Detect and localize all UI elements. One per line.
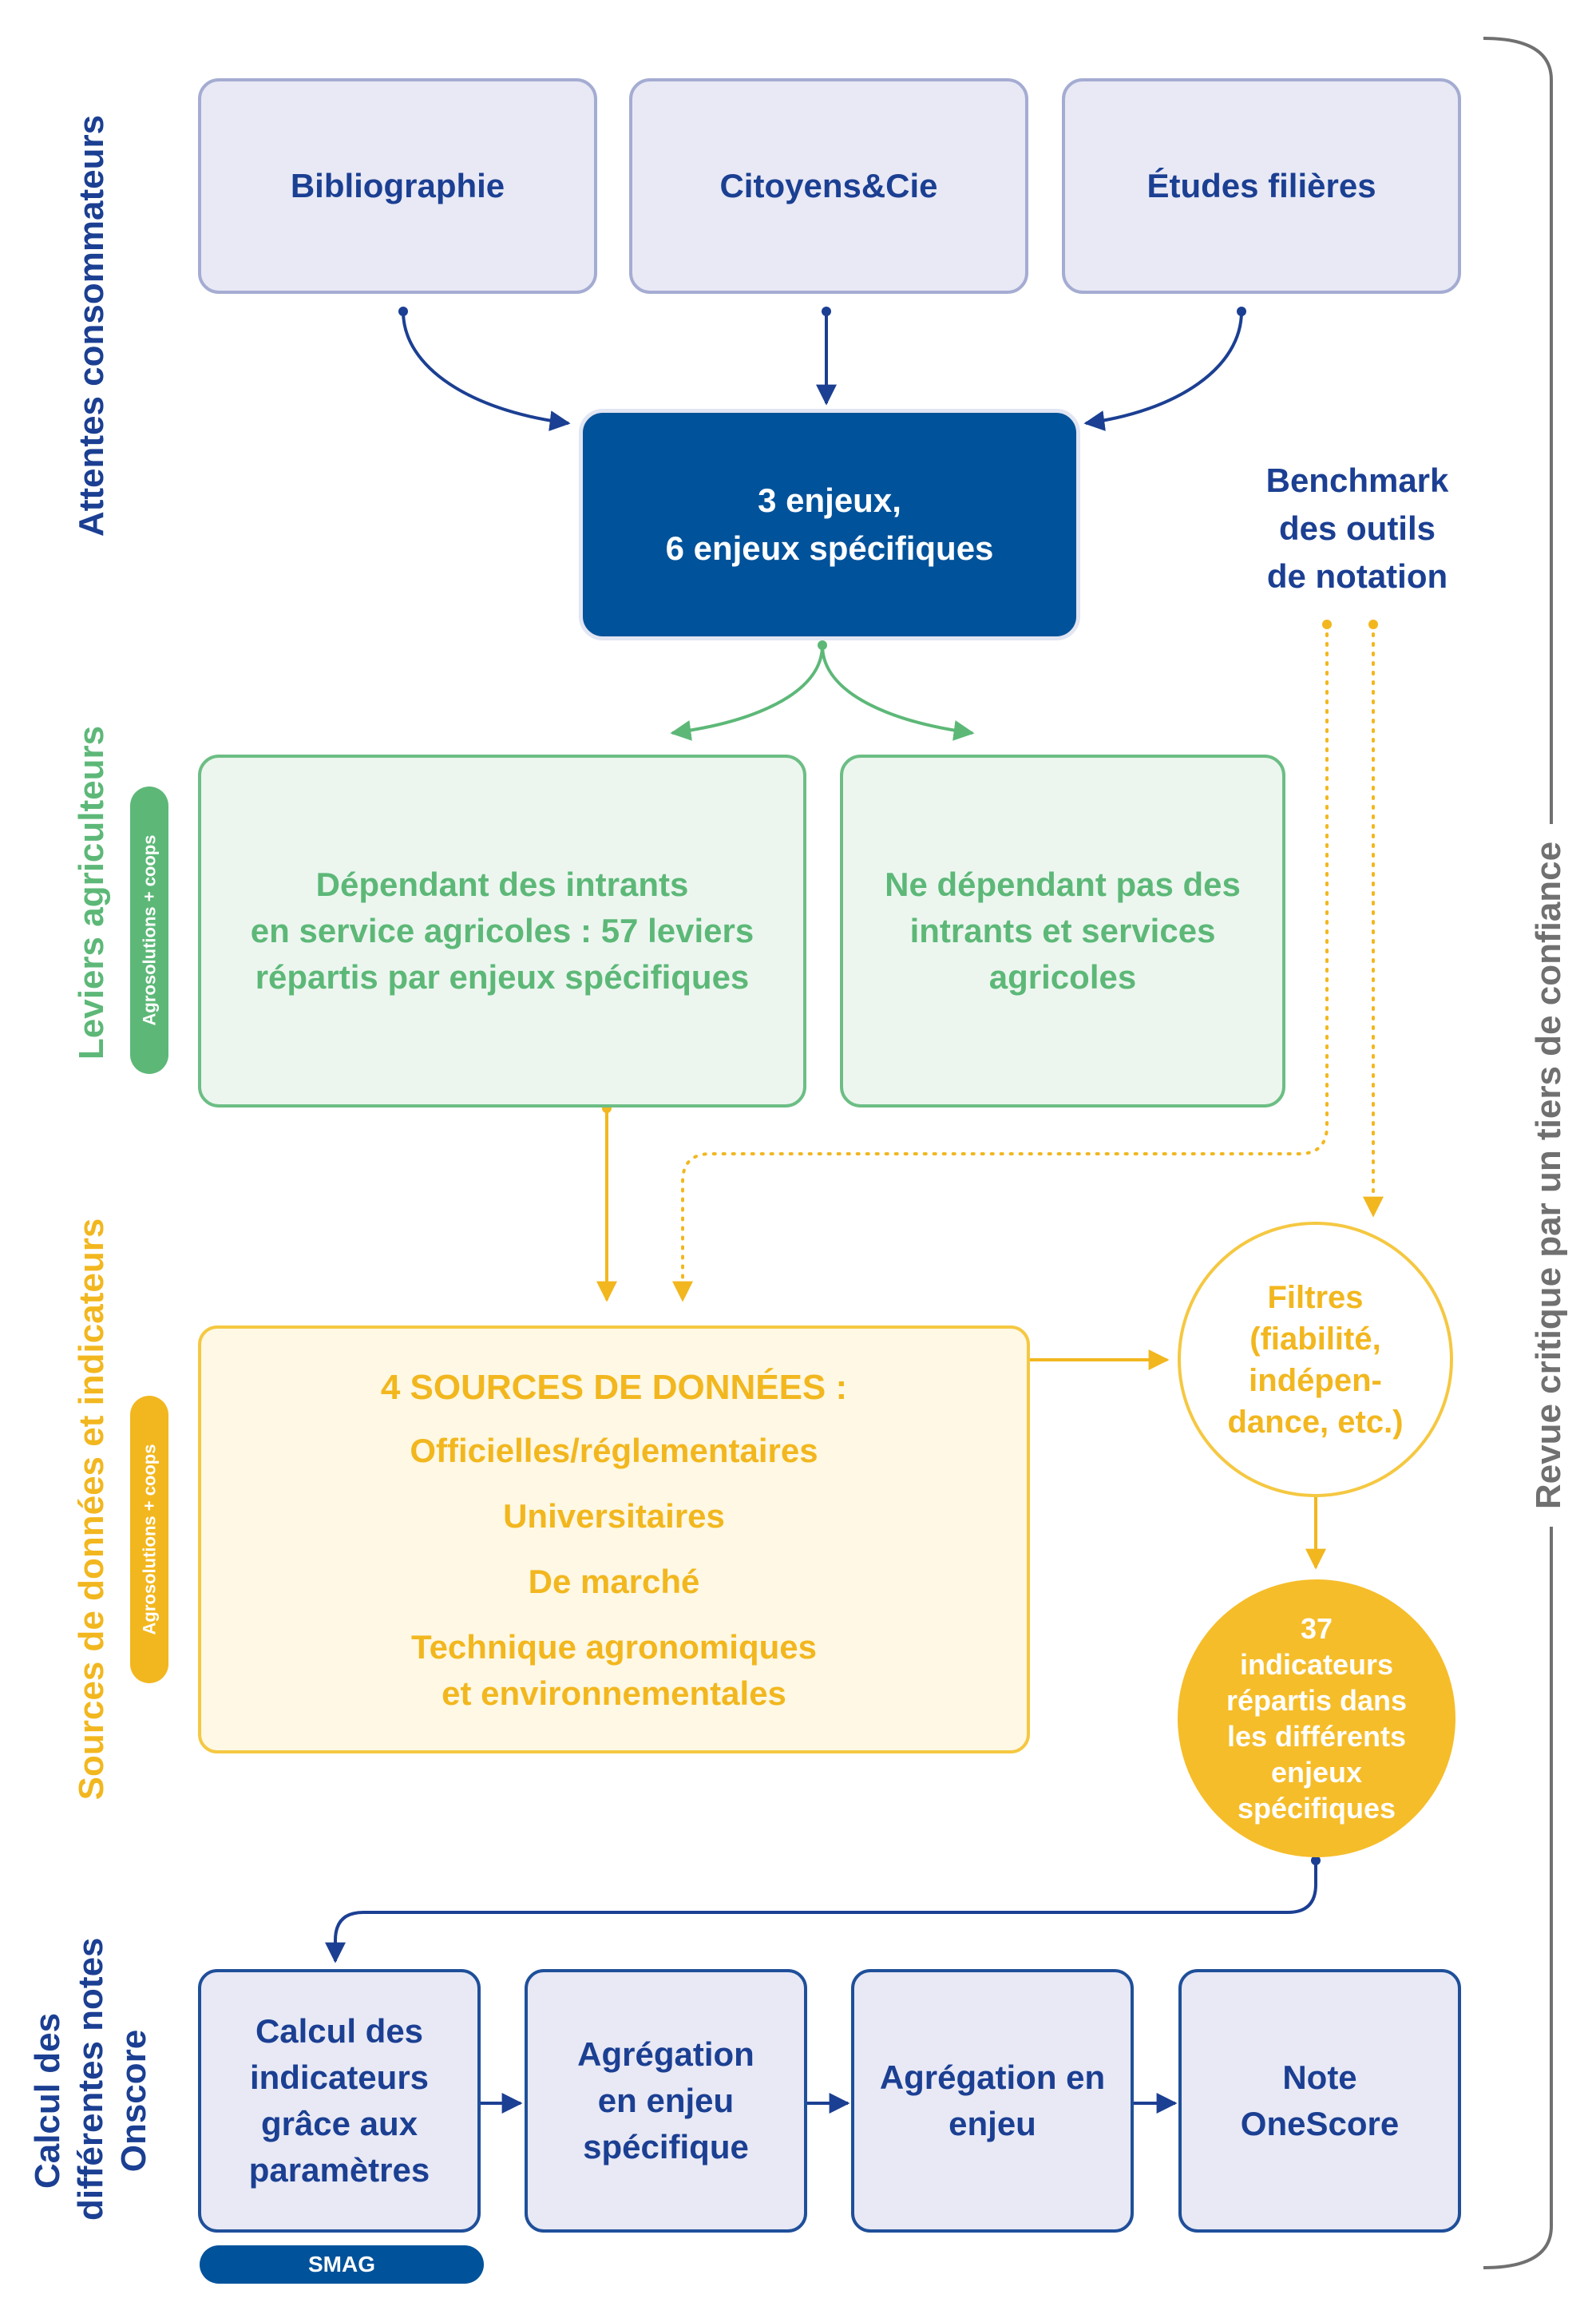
badge-levers-label: Agrosolutions + coops	[139, 834, 159, 1026]
benchmark-line3: de notation	[1266, 557, 1448, 595]
arrow-levers-to-sources	[596, 1104, 617, 1302]
source-label: Études filières	[1147, 167, 1376, 204]
calc-step-line: Note	[1282, 2058, 1357, 2096]
badge-sources: Agrosolutions + coops	[130, 1396, 168, 1683]
calc-step-aggregation-specific: Agrégation en enjeu spécifique	[525, 1969, 807, 2233]
section-label-calc-line1: Calcul des	[28, 2012, 67, 2189]
calc-step-line: indicateurs	[249, 2058, 430, 2096]
arrow-etudes-to-enjeux	[1083, 307, 1246, 431]
section-label-consumers: Attentes consommateurs	[72, 114, 111, 537]
source-label: Bibliographie	[290, 167, 505, 204]
source-label: Citoyens&Cie	[719, 167, 938, 204]
enjeux-line1: 3 enjeux,	[758, 481, 901, 519]
calc-step-line: spécifique	[583, 2128, 749, 2165]
calc-step-line: enjeu	[948, 2105, 1036, 2142]
indicators-line6: spécifiques	[1237, 1792, 1396, 1825]
source-box-bibliographie: Bibliographie	[198, 78, 597, 294]
filters-line2: (fiabilité,	[1249, 1321, 1381, 1357]
calc-step-line: en enjeu	[597, 2082, 735, 2119]
calc-step-indicators: Calcul des indicateurs grâce aux paramèt…	[198, 1969, 481, 2233]
data-sources-title: 4 SOURCES DE DONNÉES :	[380, 1368, 848, 1407]
badge-calc-label: SMAG	[308, 2252, 375, 2276]
source-box-etudes: Études filières	[1062, 78, 1461, 294]
arrow-bibliographie-to-enjeux	[398, 307, 571, 432]
lever-dependent-line3: répartis par enjeux spécifiques	[255, 958, 750, 996]
arrow-benchmark-to-sources	[672, 620, 1332, 1302]
data-sources-box: 4 SOURCES DE DONNÉES : Officielles/régle…	[198, 1325, 1030, 1753]
benchmark-label: Benchmark des outils de notation	[1214, 457, 1501, 600]
filters-line3: indépen-	[1249, 1362, 1382, 1398]
calc-step-line: OneScore	[1240, 2105, 1400, 2142]
benchmark-line2: des outils	[1278, 509, 1436, 547]
section-label-calc-line3: Onscore	[114, 2029, 153, 2173]
indicators-line4: les différents	[1226, 1720, 1407, 1753]
indicators-line1: 37	[1300, 1612, 1333, 1645]
section-label-sources: Sources de données et indicateurs	[72, 1218, 111, 1801]
calc-step-onescore: Note OneScore	[1178, 1969, 1461, 2233]
lever-independent-line3: agricoles	[988, 958, 1137, 996]
data-source-item: De marché	[528, 1563, 700, 1600]
filters-line4: dance, etc.)	[1227, 1404, 1404, 1440]
section-label-levers: Leviers agriculteurs	[72, 725, 111, 1060]
lever-box-independent: Ne dépendant pas des intrants et service…	[840, 755, 1285, 1108]
indicators-circle: 37 indicateurs répartis dans les différe…	[1178, 1579, 1455, 1857]
section-label-calc-line2: différentes notes	[71, 1937, 110, 2221]
source-box-citoyens: Citoyens&Cie	[629, 78, 1028, 294]
badge-sources-label: Agrosolutions + coops	[139, 1444, 159, 1635]
arrow-enjeux-to-levers	[670, 640, 975, 741]
lever-dependent-line2: en service agricoles : 57 leviers	[250, 912, 754, 949]
arrow-indicators-to-calc	[325, 1856, 1321, 1963]
arrow-benchmark-to-filters	[1363, 620, 1384, 1218]
filters-circle: Filtres (fiabilité, indépen- dance, etc.…	[1178, 1222, 1453, 1497]
arrow-citoyens-to-enjeux	[816, 307, 837, 406]
calc-step-line: Calcul des	[255, 2012, 424, 2050]
lever-independent-line2: intrants et services	[909, 912, 1216, 949]
indicators-line2: indicateurs	[1239, 1648, 1394, 1681]
badge-calc: SMAG	[200, 2245, 484, 2284]
filters-line1: Filtres	[1267, 1279, 1364, 1315]
calc-step-line: paramètres	[248, 2151, 430, 2189]
enjeux-line2: 6 enjeux spécifiques	[665, 529, 994, 567]
calc-step-line: Agrégation	[577, 2035, 754, 2073]
calc-step-line: Agrégation en	[879, 2058, 1106, 2096]
data-source-item: Officielles/réglementaires	[410, 1432, 818, 1469]
badge-levers: Agrosolutions + coops	[130, 787, 168, 1074]
section-label-calc: Calcul des différentes notes Onscore	[26, 1937, 162, 2221]
lever-box-dependent: Dépendant des intrants en service agrico…	[198, 755, 806, 1108]
calc-step-line: grâce aux	[260, 2105, 418, 2142]
data-source-item: et environnementales	[442, 1674, 786, 1712]
lever-independent-line1: Ne dépendant pas des	[885, 866, 1241, 903]
lever-dependent-line1: Dépendant des intrants	[315, 866, 689, 903]
benchmark-line1: Benchmark	[1265, 462, 1449, 499]
review-label: Revue critique par un tiers de confiance	[1525, 824, 1573, 1527]
data-source-item: Technique agronomiques	[411, 1628, 817, 1666]
enjeux-box: 3 enjeux, 6 enjeux spécifiques	[579, 409, 1080, 640]
indicators-line3: répartis dans	[1226, 1684, 1408, 1717]
calc-step-aggregation-enjeu: Agrégation en enjeu	[851, 1969, 1134, 2233]
indicators-line5: enjeux	[1270, 1756, 1363, 1789]
data-source-item: Universitaires	[503, 1497, 725, 1535]
